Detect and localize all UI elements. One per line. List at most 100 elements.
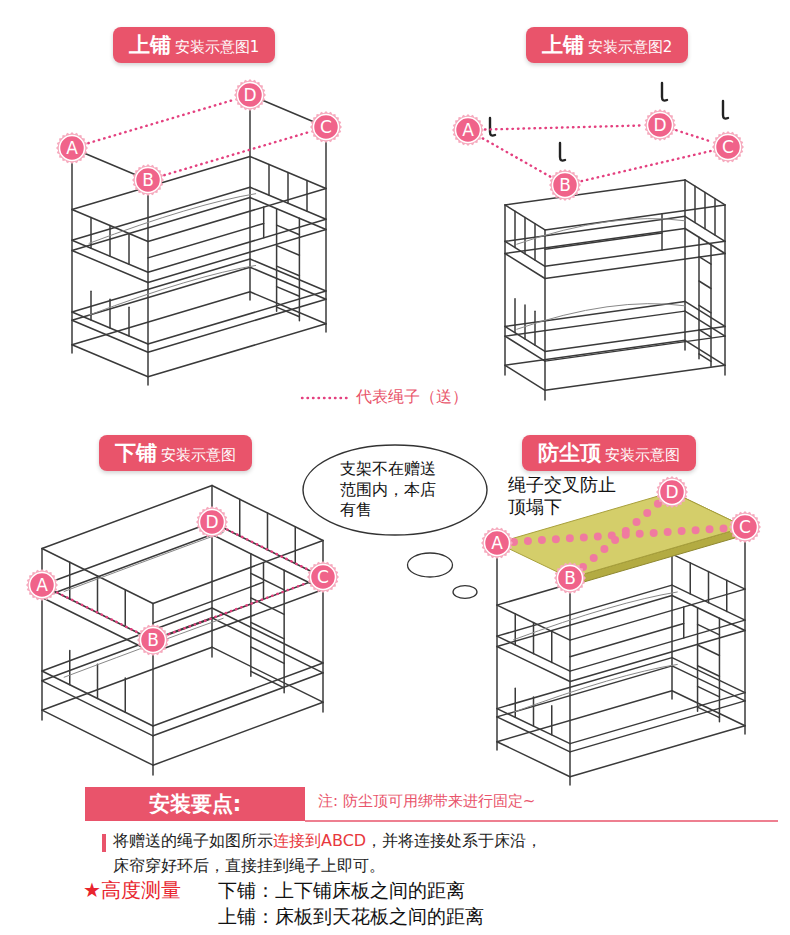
bed-frame-line <box>109 299 111 328</box>
bed-frame-line <box>551 631 553 662</box>
bed-frame-line <box>277 266 300 276</box>
thought-dot <box>408 553 453 577</box>
bed-frame-line <box>153 702 323 765</box>
bed-frame-line <box>708 572 710 603</box>
rope-line <box>164 132 309 175</box>
corner-marker: D <box>644 109 676 141</box>
bed-frame-line <box>545 233 662 249</box>
bed-frame-line <box>699 305 711 313</box>
rope-line <box>583 503 659 567</box>
bed-frame-line <box>251 622 284 639</box>
bed-frame-line <box>277 246 300 256</box>
bed-frame-line <box>250 292 326 324</box>
badge-rim <box>137 624 169 656</box>
section-rule <box>305 820 778 822</box>
bed-frame-line <box>699 281 711 289</box>
bed-frame-line <box>505 216 685 241</box>
hook-symbol <box>560 143 565 161</box>
corner-marker: D <box>656 476 688 508</box>
bed-frame-line <box>699 354 711 362</box>
bed-frame-line <box>306 181 308 212</box>
bed-frame-line <box>690 563 692 594</box>
bed-frame-line <box>685 301 725 326</box>
corner-marker: C <box>310 111 342 143</box>
bed-frame-line <box>72 259 250 312</box>
bed-frame-line <box>505 229 685 254</box>
bed-frame-line <box>263 563 265 600</box>
corner-marker: D <box>234 79 266 111</box>
bed-frame-line <box>97 664 99 698</box>
note-text: 注: 防尘顶可用绑带来进行固定~ <box>318 792 535 810</box>
bed-frame-line <box>239 499 241 536</box>
bed-frame-line <box>514 211 516 247</box>
corner-letter: C <box>729 511 761 543</box>
bed-frame-line <box>42 647 212 710</box>
bed-frame-line <box>534 311 536 345</box>
bed-frame-line <box>514 299 516 333</box>
hook-symbol <box>490 118 495 136</box>
bed-frame-line <box>128 307 130 336</box>
bed-frame-line <box>697 608 699 712</box>
panel-title-sub: 安装示意图 <box>605 446 680 464</box>
hook-symbol <box>723 101 728 119</box>
bed-frame-line <box>276 209 278 312</box>
bed-frame-line <box>250 554 252 677</box>
bed-frame-line <box>42 608 212 671</box>
panel-title-sub: 安装示意图1 <box>175 38 260 56</box>
measure-heading: ★高度测量 <box>83 878 181 902</box>
mattress-curve <box>513 592 678 640</box>
bed-frame-line <box>698 666 720 677</box>
mattress-curve <box>513 664 678 712</box>
rope-line <box>57 593 138 633</box>
corner-letter: B <box>137 624 169 656</box>
bed-frame-line <box>497 666 672 717</box>
bed-frame-line <box>545 254 725 279</box>
bed-frame-line <box>545 205 725 230</box>
mattress-curve <box>64 618 224 677</box>
bed-frame-line <box>497 596 672 647</box>
bed-frame-line <box>72 157 250 210</box>
bed-frame-line <box>505 336 545 361</box>
bunk-bed <box>497 492 745 785</box>
rope-line <box>514 528 728 542</box>
corner-marker: A <box>452 114 484 146</box>
bed-frame-line <box>685 340 725 365</box>
badge-rim <box>307 561 339 593</box>
corner-letter: B <box>132 164 164 196</box>
corner-marker: C <box>729 511 761 543</box>
bed-frame-line <box>250 267 326 299</box>
bed-frame-line <box>277 307 300 317</box>
corner-marker: A <box>481 527 513 559</box>
bunk-bed <box>42 486 323 776</box>
badge-rim <box>234 79 266 111</box>
bed-frame-line <box>42 486 212 549</box>
bed-frame-line <box>268 165 270 196</box>
bed-frame-line <box>698 707 720 718</box>
panel-title-sub: 安装示意图 <box>161 446 236 464</box>
badge-rim <box>712 131 744 163</box>
corner-letter: C <box>310 111 342 143</box>
bed-frame-line <box>685 229 725 254</box>
corner-letter: A <box>56 132 88 164</box>
bed-frame-line <box>544 230 546 400</box>
bed-frame-line <box>726 580 728 611</box>
measure-text: 下铺：上下铺床板之间的距离 <box>218 879 465 901</box>
bed-frame-line <box>148 223 264 257</box>
bed-frame-line <box>497 585 672 636</box>
bed-frame-line <box>698 237 700 359</box>
corner-marker: B <box>549 169 581 201</box>
rope-line <box>676 130 712 142</box>
corner-letter: A <box>26 569 58 601</box>
bed-frame-line <box>153 663 323 726</box>
corner-letter: D <box>196 506 228 538</box>
badge-rim <box>549 169 581 201</box>
rope-line <box>485 125 643 129</box>
badge-rim <box>132 164 164 196</box>
bed-frame-line <box>263 207 265 238</box>
badge-rim <box>56 132 88 164</box>
corner-marker: A <box>26 569 58 601</box>
panel-title: 防尘顶安装示意图 <box>522 435 696 471</box>
legend-text: 代表绳子（送） <box>356 387 468 406</box>
corner-marker: A <box>56 132 88 164</box>
bed-frame-line <box>505 365 545 390</box>
